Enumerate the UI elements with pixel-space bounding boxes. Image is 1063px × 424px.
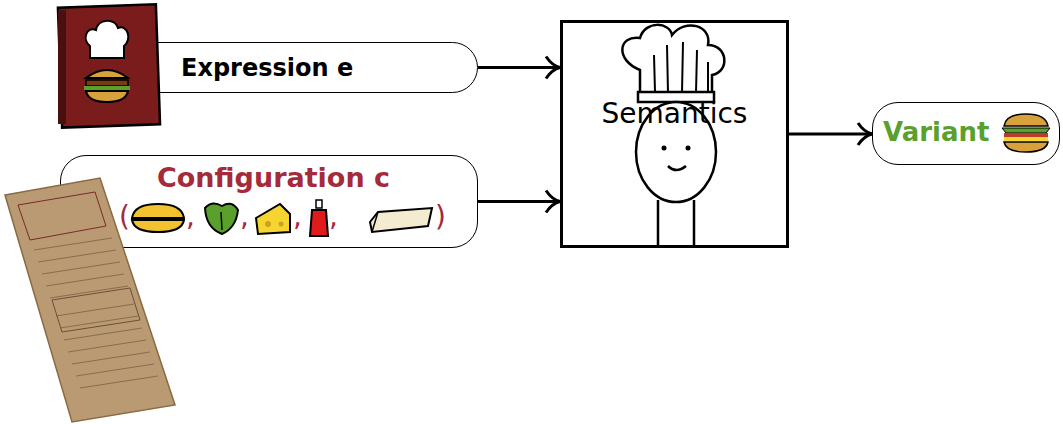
tuple-punctuation: , xyxy=(329,200,338,233)
flow-arrow xyxy=(789,133,872,136)
tuple-punctuation: , xyxy=(293,200,302,233)
cheese-icon xyxy=(256,204,290,234)
butter-icon xyxy=(370,208,432,232)
tuple-punctuation: ) xyxy=(435,200,446,233)
lettuce-icon xyxy=(205,203,238,234)
semantics-box: Semantics xyxy=(560,20,789,248)
node-label: Expression e xyxy=(181,54,353,82)
tuple-punctuation: ( xyxy=(119,200,130,233)
tuple-punctuation: , xyxy=(186,200,195,233)
node-label: Variant xyxy=(883,117,989,147)
lettuce-icon xyxy=(221,212,222,230)
recipe-book xyxy=(58,4,160,127)
bread-icon xyxy=(132,204,184,232)
tuple-punctuation: , xyxy=(240,200,249,233)
node-label: Configuration c xyxy=(157,162,390,193)
flow-arrow xyxy=(478,66,560,69)
node-label: Semantics xyxy=(563,97,786,130)
flow-arrow xyxy=(478,200,560,203)
paper-bag xyxy=(5,178,175,422)
sandwich-icon xyxy=(1002,114,1050,152)
ketchup-icon xyxy=(310,200,328,236)
